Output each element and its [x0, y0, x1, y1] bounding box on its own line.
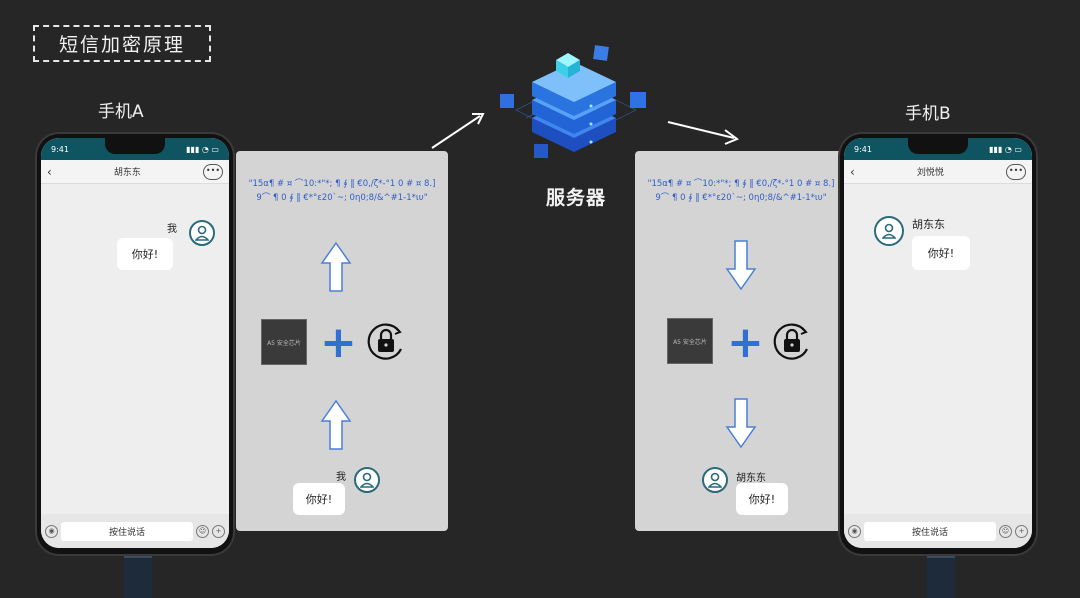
input-bar: ◉ 按住说话 ☺ + [41, 514, 229, 548]
chat-navbar: ‹ 刘悦悦 ••• [844, 160, 1032, 184]
add-icon[interactable]: + [1015, 524, 1028, 538]
arrow-down-icon [725, 398, 757, 449]
server-label: 服务器 [546, 187, 607, 209]
chat-contact-name: 刘悦悦 [916, 168, 944, 178]
message-bubble: 你好! [117, 238, 173, 270]
voice-toggle-icon[interactable]: ◉ [45, 524, 58, 538]
plus-icon: + [727, 317, 764, 368]
signal-wifi-battery-icon: ▮▮▮ ◔ ▭ [989, 144, 1022, 154]
arrow-to-server-icon [431, 113, 485, 149]
phone-a-screen: 9:41 ▮▮▮ ◔ ▭ ‹ 胡东东 ••• 我 你好! ◉ 按住说话 ☺ + [41, 138, 229, 548]
phone-b-label: 手机B [905, 104, 951, 124]
chat-contact-name: 胡东东 [113, 168, 141, 178]
lock-rotate-icon [367, 323, 402, 360]
hold-to-talk-button[interactable]: 按住说话 [864, 521, 996, 541]
avatar-user-icon [354, 467, 380, 493]
chat-area: 我 你好! [41, 184, 229, 514]
chat-area: 胡东东 你好! [844, 184, 1032, 514]
decryption-panel: "15α¶ # ¤ ⌒10:*"*; ¶ ∮ ‖ €0,/ζ*-°1 0 # ¤… [635, 151, 847, 531]
phone-a: 9:41 ▮▮▮ ◔ ▭ ‹ 胡东东 ••• 我 你好! ◉ 按住说话 ☺ + [37, 134, 233, 554]
avatar-user-icon [189, 220, 215, 246]
input-bar: ◉ 按住说话 ☺ + [844, 514, 1032, 548]
phone-notch [105, 138, 165, 154]
sender-name: 我 [336, 472, 346, 483]
security-chip-icon: A5 安全芯片 [667, 318, 713, 364]
security-chip-icon: A5 安全芯片 [261, 319, 307, 365]
phone-b-screen: 9:41 ▮▮▮ ◔ ▭ ‹ 刘悦悦 ••• 胡东东 你好! ◉ 按住说话 ☺ … [844, 138, 1032, 548]
phone-notch [908, 138, 968, 154]
voice-toggle-icon[interactable]: ◉ [848, 524, 861, 538]
back-icon[interactable]: ‹ [47, 164, 52, 179]
arrow-from-server-icon [667, 121, 739, 145]
plus-icon: + [320, 317, 357, 368]
encryption-panel: "15α¶ # ¤ ⌒10:*"*; ¶ ∮ ‖ €0,/ζ*-°1 0 # ¤… [236, 151, 448, 531]
usb-key-a [124, 556, 152, 598]
sender-name: 胡东东 [736, 473, 766, 484]
arrow-up-icon [320, 399, 352, 450]
sender-name: 胡东东 [912, 218, 945, 231]
avatar-user-icon [702, 467, 728, 493]
diagram-title: 短信加密原理 [33, 25, 211, 62]
more-options-icon[interactable]: ••• [202, 163, 223, 180]
chat-navbar: ‹ 胡东东 ••• [41, 160, 229, 184]
message-bubble: 你好! [736, 483, 788, 515]
phone-b: 9:41 ▮▮▮ ◔ ▭ ‹ 刘悦悦 ••• 胡东东 你好! ◉ 按住说话 ☺ … [840, 134, 1036, 554]
signal-wifi-battery-icon: ▮▮▮ ◔ ▭ [186, 144, 219, 154]
back-icon[interactable]: ‹ [850, 164, 855, 179]
status-time: 9:41 [51, 144, 69, 154]
more-options-icon[interactable]: ••• [1005, 163, 1026, 180]
lock-rotate-icon [773, 323, 808, 360]
emoji-icon[interactable]: ☺ [999, 524, 1012, 538]
cipher-text: "15α¶ # ¤ ⌒10:*"*; ¶ ∮ ‖ €0,/ζ*-°1 0 # ¤… [647, 179, 835, 203]
message-bubble: 你好! [293, 483, 345, 515]
usb-key-b [927, 556, 955, 598]
emoji-icon[interactable]: ☺ [196, 524, 209, 538]
avatar-user-icon [874, 216, 904, 246]
phone-a-label: 手机A [98, 102, 144, 122]
hold-to-talk-button[interactable]: 按住说话 [61, 521, 193, 541]
server-icon [500, 45, 646, 158]
arrow-down-icon [725, 240, 757, 291]
status-time: 9:41 [854, 144, 872, 154]
arrow-up-icon [320, 241, 352, 292]
add-icon[interactable]: + [212, 524, 225, 538]
message-bubble: 你好! [912, 236, 970, 270]
cipher-text: "15α¶ # ¤ ⌒10:*"*; ¶ ∮ ‖ €0,/ζ*-°1 0 # ¤… [248, 179, 436, 203]
sender-name: 我 [167, 224, 177, 235]
